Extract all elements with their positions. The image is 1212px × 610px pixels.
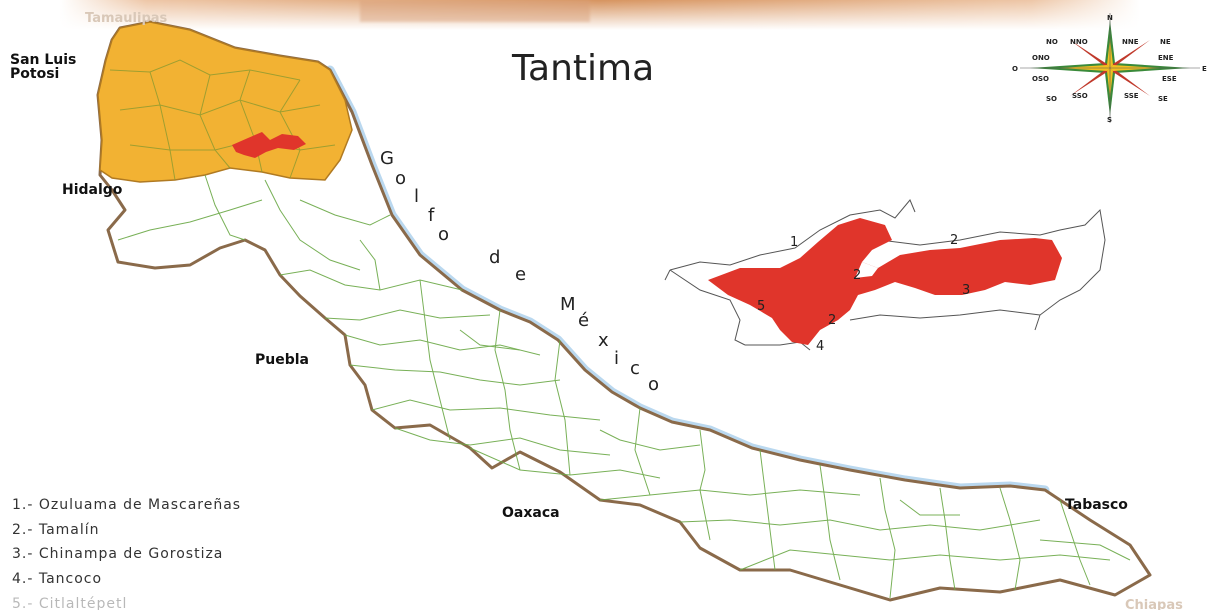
compass-se: SE xyxy=(1158,95,1168,103)
compass-nno: NNO xyxy=(1070,38,1088,46)
tantima-inset: 1 2 2 3 5 2 4 xyxy=(664,199,1106,354)
inset-number: 2 xyxy=(950,233,958,248)
compass-ono: ONO xyxy=(1032,54,1050,62)
tantima-highlight-inset xyxy=(708,218,1062,345)
gulf-letter: é xyxy=(578,310,589,331)
label-tamaulipas: Tamaulipas xyxy=(85,11,168,26)
municipal-borders xyxy=(117,174,1131,599)
label-chiapas: Chiapas xyxy=(1125,598,1183,610)
compass-sso: SSO xyxy=(1072,92,1088,100)
inset-number: 2 xyxy=(853,268,861,283)
gulf-letter: o xyxy=(648,374,659,395)
label-potosi: Potosi xyxy=(10,66,59,82)
compass-sse: SSE xyxy=(1124,92,1139,100)
legend-item: 1.- Ozuluama de Mascareñas xyxy=(12,497,241,513)
compass-n: N xyxy=(1107,14,1113,22)
label-san-luis: San Luis xyxy=(10,52,76,68)
tantima-highlight-main xyxy=(232,132,306,158)
gulf-letter: o xyxy=(395,168,406,189)
legend-item: 4.- Tancoco xyxy=(12,571,102,587)
inset-number: 4 xyxy=(816,339,824,354)
map-title: Tantima xyxy=(511,48,654,89)
inset-number: 1 xyxy=(790,235,798,250)
gulf-letter: d xyxy=(489,247,500,268)
legend-item: 2.- Tamalín xyxy=(12,522,100,538)
compass-so: SO xyxy=(1046,95,1057,103)
compass-rose-icon: N S E O NO NNO NNE NE ONO ENE OSO ESE SO… xyxy=(1012,13,1207,124)
inset-number: 5 xyxy=(757,299,765,314)
gulf-letter: x xyxy=(598,330,609,351)
inset-number: 2 xyxy=(828,313,836,328)
compass-e: E xyxy=(1202,65,1207,73)
huasteca-region xyxy=(97,21,353,183)
label-hidalgo: Hidalgo xyxy=(62,182,123,198)
header-band xyxy=(60,0,1140,30)
legend: 1.- Ozuluama de Mascareñas 2.- Tamalín 3… xyxy=(12,497,241,610)
compass-ese: ESE xyxy=(1162,75,1177,83)
compass-o: O xyxy=(1012,65,1018,73)
gulf-letter: c xyxy=(630,358,640,379)
legend-item: 5.- Citlaltépetl xyxy=(12,596,127,610)
compass-nne: NNE xyxy=(1122,38,1139,46)
gulf-letter: f xyxy=(428,205,435,226)
gulf-label: G o l f o d e M é x i c o xyxy=(380,148,659,395)
compass-s: S xyxy=(1107,116,1112,124)
state-outline xyxy=(96,20,1152,602)
compass-ne: NE xyxy=(1160,38,1171,46)
label-tabasco: Tabasco xyxy=(1065,497,1128,513)
compass-oso: OSO xyxy=(1032,75,1049,83)
legend-item: 3.- Chinampa de Gorostiza xyxy=(12,546,223,562)
inset-number: 3 xyxy=(962,283,970,298)
veracruz-state xyxy=(96,20,1152,602)
gulf-letter: M xyxy=(560,294,576,315)
label-puebla: Puebla xyxy=(255,352,309,368)
gulf-letter: o xyxy=(438,224,449,245)
compass-ene: ENE xyxy=(1158,54,1174,62)
gulf-letter: i xyxy=(614,348,619,369)
label-oaxaca: Oaxaca xyxy=(502,505,560,521)
gulf-letter: G xyxy=(380,148,394,169)
gulf-letter: e xyxy=(515,264,526,285)
gulf-letter: l xyxy=(414,186,419,207)
compass-no: NO xyxy=(1046,38,1058,46)
